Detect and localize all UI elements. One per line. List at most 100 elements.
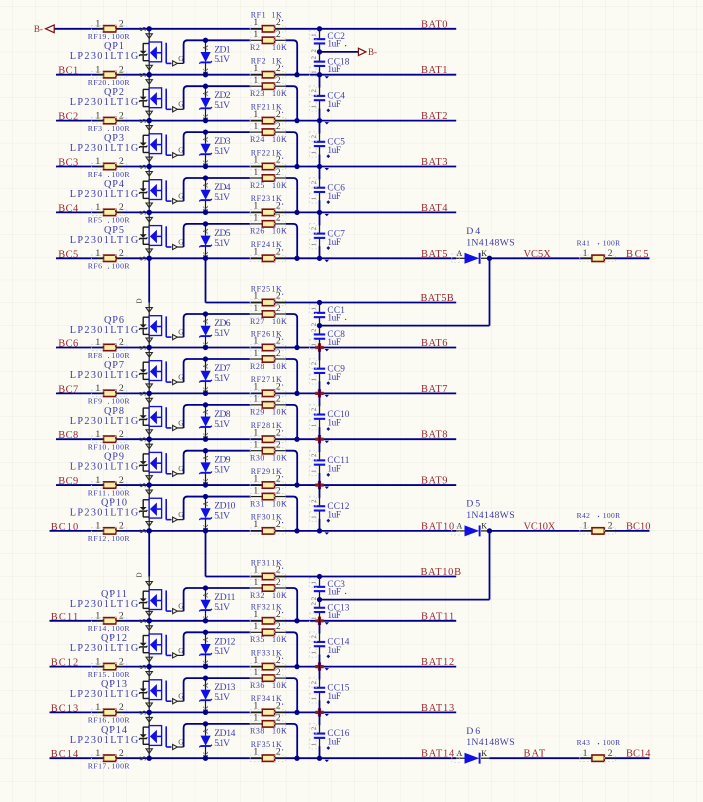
svg-text:BC11: BC11 xyxy=(51,612,78,623)
svg-text:2: 2 xyxy=(310,227,317,230)
svg-text:2: 2 xyxy=(119,656,124,667)
svg-text:2: 2 xyxy=(310,597,317,600)
svg-text:1: 1 xyxy=(310,343,317,346)
svg-text:1: 1 xyxy=(253,247,258,258)
svg-text:2: 2 xyxy=(276,609,281,620)
svg-text:2: 2 xyxy=(310,602,317,605)
svg-text:1: 1 xyxy=(310,197,317,200)
svg-text:1: 1 xyxy=(253,746,258,757)
svg-text:2: 2 xyxy=(276,29,281,40)
svg-text:1N4148WS: 1N4148WS xyxy=(466,510,515,521)
svg-text:5.1V: 5.1V xyxy=(214,100,230,111)
svg-text:2: 2 xyxy=(276,485,281,496)
svg-text:RF32: RF32 xyxy=(251,603,271,612)
svg-text:G: G xyxy=(178,646,184,655)
svg-text:LP2301LT1G: LP2301LT1G xyxy=(70,416,139,427)
svg-text:100R: 100R xyxy=(603,511,621,520)
svg-text:CC4: CC4 xyxy=(327,92,345,102)
svg-text:K: K xyxy=(481,249,487,258)
svg-text:1: 1 xyxy=(253,303,258,314)
svg-text:2: 2 xyxy=(119,521,124,532)
svg-text:RF31: RF31 xyxy=(251,558,271,567)
svg-text:S: S xyxy=(138,118,148,123)
svg-text:10K: 10K xyxy=(272,681,287,690)
svg-text:QP3: QP3 xyxy=(104,133,124,144)
svg-text:1: 1 xyxy=(253,155,258,166)
svg-text:R42: R42 xyxy=(577,511,591,520)
svg-text:LP2301LT1G: LP2301LT1G xyxy=(70,643,139,654)
svg-text:2: 2 xyxy=(310,499,317,502)
svg-text:CC8: CC8 xyxy=(327,330,345,340)
svg-text:QP12: QP12 xyxy=(101,633,127,644)
svg-text:10K: 10K xyxy=(272,317,287,326)
svg-text:1K: 1K xyxy=(272,11,283,20)
svg-text:5.1V: 5.1V xyxy=(214,465,230,476)
svg-text:1uF: 1uF xyxy=(327,100,341,110)
svg-text:1: 1 xyxy=(253,394,258,405)
svg-text:BAT: BAT xyxy=(524,749,546,760)
svg-text:LP2301LT1G: LP2301LT1G xyxy=(70,735,139,746)
svg-text:CC14: CC14 xyxy=(327,638,349,648)
svg-text:10K: 10K xyxy=(272,181,287,190)
svg-text:1uF: 1uF xyxy=(327,738,341,748)
svg-text:1K: 1K xyxy=(272,558,283,567)
svg-text:RF28: RF28 xyxy=(251,421,271,430)
svg-text:BAT8: BAT8 xyxy=(421,430,448,441)
svg-text:2: 2 xyxy=(310,329,317,332)
svg-text:BAT10B: BAT10B xyxy=(421,567,462,578)
svg-text:2: 2 xyxy=(276,519,281,530)
svg-text:1K: 1K xyxy=(272,284,283,293)
svg-text:1: 1 xyxy=(95,521,100,532)
svg-text:2: 2 xyxy=(276,291,281,302)
svg-text:G: G xyxy=(178,464,184,473)
svg-text:R32: R32 xyxy=(250,591,265,600)
svg-text:ZD10: ZD10 xyxy=(214,501,235,512)
svg-text:ZD9: ZD9 xyxy=(214,455,231,466)
svg-text:RF3: RF3 xyxy=(88,124,103,133)
svg-text:1: 1 xyxy=(95,202,100,213)
svg-text:CC1: CC1 xyxy=(327,306,345,316)
svg-text:1: 1 xyxy=(253,121,258,132)
svg-text:BC12: BC12 xyxy=(51,658,78,669)
svg-text:2: 2 xyxy=(310,362,317,365)
svg-text:R25: R25 xyxy=(250,181,265,190)
svg-text:1: 1 xyxy=(253,427,258,438)
svg-text:BAT12: BAT12 xyxy=(421,657,454,668)
svg-text:5.1V: 5.1V xyxy=(214,738,230,749)
svg-text:ZD11: ZD11 xyxy=(214,592,235,603)
svg-text:2: 2 xyxy=(119,19,124,30)
svg-text:2: 2 xyxy=(276,621,281,632)
svg-text:A: A xyxy=(457,522,463,531)
svg-text:ZD3: ZD3 xyxy=(214,136,231,147)
svg-text:R23: R23 xyxy=(250,89,265,98)
svg-text:2: 2 xyxy=(276,63,281,74)
svg-text:ZD5: ZD5 xyxy=(214,228,231,239)
svg-text:2: 2 xyxy=(276,75,281,86)
svg-text:5.1V: 5.1V xyxy=(214,192,230,203)
svg-text:1K: 1K xyxy=(272,740,283,749)
svg-text:R2: R2 xyxy=(250,43,260,52)
svg-text:1: 1 xyxy=(95,19,100,30)
svg-text:R26: R26 xyxy=(250,227,265,236)
svg-text:5.1V: 5.1V xyxy=(214,146,230,157)
svg-text:BC3: BC3 xyxy=(58,158,78,169)
svg-text:CC18: CC18 xyxy=(327,57,349,67)
svg-text:G: G xyxy=(178,54,184,63)
svg-text:1K: 1K xyxy=(272,57,283,66)
svg-text:BAT3: BAT3 xyxy=(421,157,448,168)
svg-text:K: K xyxy=(201,432,210,438)
svg-text:5.1V: 5.1V xyxy=(214,646,230,657)
svg-text:LP2301LT1G: LP2301LT1G xyxy=(70,235,139,246)
svg-text:RF20: RF20 xyxy=(88,78,107,87)
svg-text:S: S xyxy=(138,664,148,669)
svg-text:2: 2 xyxy=(276,746,281,757)
svg-text:RF34: RF34 xyxy=(251,694,271,703)
svg-text:R38: R38 xyxy=(250,727,265,736)
svg-text:1K: 1K xyxy=(272,694,283,703)
svg-text:S: S xyxy=(138,72,148,77)
svg-text:2: 2 xyxy=(608,748,613,759)
svg-text:RF33: RF33 xyxy=(251,648,271,657)
svg-text:QP14: QP14 xyxy=(101,725,127,736)
svg-text:1: 1 xyxy=(253,519,258,530)
svg-text:1uF: 1uF xyxy=(327,373,341,383)
